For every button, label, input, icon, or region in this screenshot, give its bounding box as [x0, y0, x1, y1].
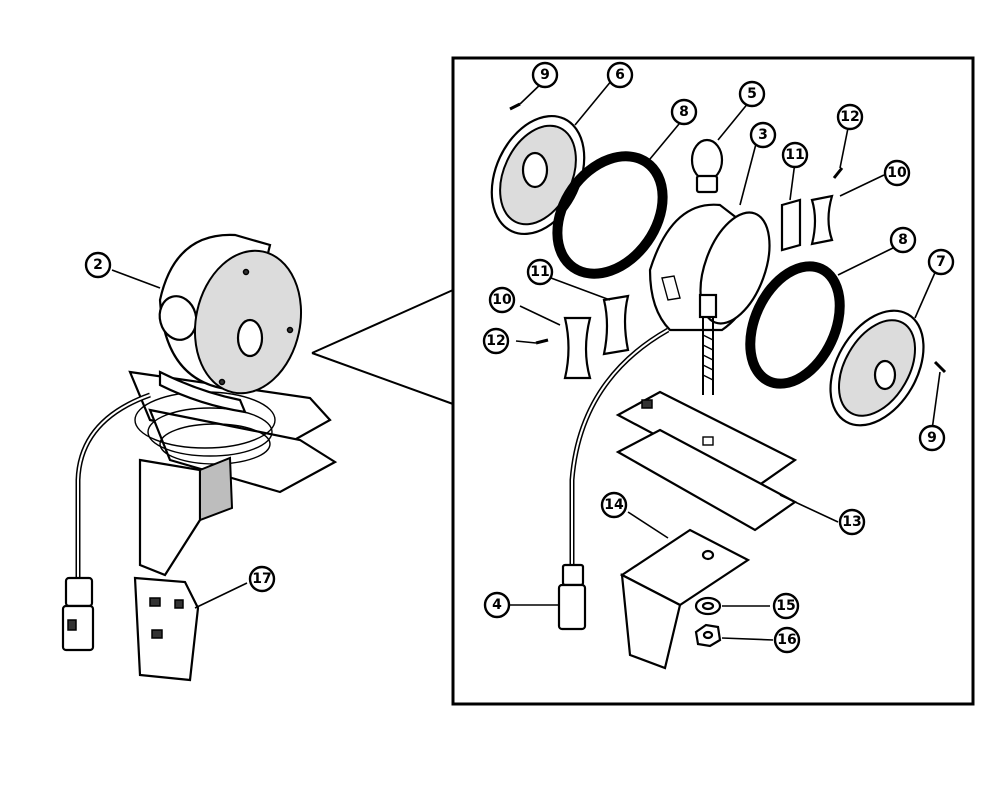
callout-label: 4 [492, 597, 502, 613]
callout-c4: 4 [483, 591, 511, 619]
exploded-parts [490, 102, 947, 670]
callout-c3: 3 [749, 121, 777, 149]
callout-label: 12 [840, 109, 859, 125]
callout-c11a: 11 [781, 141, 809, 169]
assembled-lamp [61, 233, 338, 652]
callout-label: 7 [936, 254, 946, 270]
socket-part-17 [133, 576, 200, 682]
callout-c12b: 12 [482, 327, 510, 355]
callout-c9a: 9 [531, 61, 559, 89]
callout-c12a: 12 [836, 103, 864, 131]
callout-label: 13 [842, 514, 861, 530]
callout-label: 10 [887, 165, 907, 181]
callout-c10a: 10 [883, 159, 911, 187]
callout-c11b: 11 [526, 258, 554, 286]
callout-label: 16 [777, 632, 796, 648]
callout-label: 5 [747, 86, 757, 102]
callout-label: 6 [615, 67, 625, 83]
callout-label: 17 [252, 571, 271, 587]
callout-label: 10 [492, 292, 512, 308]
callout-label: 9 [927, 430, 937, 446]
callout-c6: 6 [606, 61, 634, 89]
callout-c8a: 8 [670, 98, 698, 126]
callout-label: 3 [758, 127, 768, 143]
callout-c15: 15 [772, 592, 800, 620]
callout-c5: 5 [738, 80, 766, 108]
callout-c10b: 10 [488, 286, 516, 314]
callout-c13: 13 [838, 508, 866, 536]
callout-label: 11 [530, 264, 549, 280]
callout-c7: 7 [927, 248, 955, 276]
callout-c14: 14 [600, 491, 628, 519]
callout-label: 12 [486, 333, 505, 349]
callout-label: 9 [540, 67, 550, 83]
callout-label: 14 [604, 497, 624, 513]
zoom-lines [311, 289, 454, 405]
callout-label: 11 [785, 147, 804, 163]
callout-label: 15 [776, 598, 795, 614]
callout-label: 8 [679, 104, 689, 120]
callout-c2: 2 [84, 251, 112, 279]
callout-label: 2 [93, 257, 103, 273]
callout-c17: 17 [248, 565, 276, 593]
callout-c9b: 9 [918, 424, 946, 452]
callout-label: 8 [898, 232, 908, 248]
detail-frame [451, 56, 975, 706]
callout-c16: 16 [773, 626, 801, 654]
callout-c8b: 8 [889, 226, 917, 254]
